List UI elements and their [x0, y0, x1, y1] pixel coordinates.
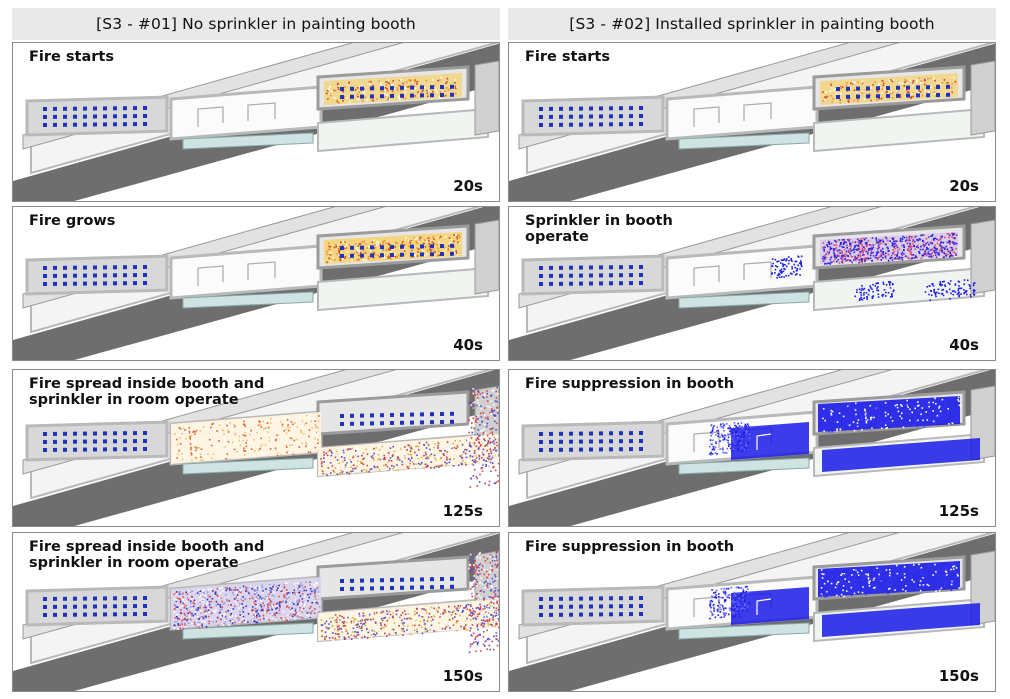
time-label: 125s [938, 502, 979, 520]
control-console [182, 291, 314, 309]
partition-line [247, 102, 276, 121]
time-label: 150s [442, 667, 483, 685]
partition-line [247, 261, 276, 280]
booth-simulation-image [13, 207, 499, 360]
water-region-lower [822, 438, 980, 472]
sprinkler-heads [43, 265, 147, 286]
sprinkler-heads [340, 411, 454, 426]
sprinkler-heads [340, 243, 454, 258]
water-particles [821, 396, 962, 433]
water-region-middle [731, 587, 809, 625]
simulation-panel-150s: Fire suppression in booth 150s [508, 532, 996, 692]
sprinkler-heads [340, 84, 454, 99]
stair-tower [970, 60, 995, 136]
booth-simulation-image [13, 43, 499, 201]
simulation-panel-150s: Fire spread inside booth and sprinkler i… [12, 532, 500, 692]
column-header: [S3 - #02] Installed sprinkler in painti… [508, 8, 996, 40]
panel-caption: Fire grows [29, 213, 116, 229]
booth-simulation-image [509, 43, 995, 201]
water-spray [771, 255, 803, 279]
simulation-panel-125s: Fire suppression in booth 125s [508, 369, 996, 527]
fire-particles [173, 414, 320, 464]
time-label: 40s [949, 336, 979, 354]
panel-caption: Fire suppression in booth [525, 376, 735, 392]
sprinkler-heads [836, 84, 950, 99]
water-region-lower [822, 603, 980, 637]
control-console [182, 457, 314, 475]
control-console [678, 291, 810, 309]
simulation-panel-40s: Fire grows 40s [12, 206, 500, 361]
water-particles [820, 562, 960, 598]
fire-particles [468, 386, 499, 488]
time-label: 150s [938, 667, 979, 685]
simulation-panel-125s: Fire spread inside booth and sprinkler i… [12, 369, 500, 527]
lower-booth-room [317, 266, 489, 312]
sprinkler-heads [43, 596, 147, 617]
sprinkler-heads [539, 596, 643, 617]
partition-line [693, 106, 720, 127]
panel-caption: Fire starts [525, 49, 610, 65]
control-console [182, 622, 314, 640]
fire-particles [320, 436, 498, 476]
panel-caption: Fire spread inside booth and sprinkler i… [29, 376, 265, 408]
water-region-middle [731, 422, 809, 460]
booth-simulation-image [509, 207, 995, 360]
simulation-panel-40s: Sprinkler in booth operate 40s [508, 206, 996, 361]
simulation-panel-20s: Fire starts 20s [12, 42, 500, 202]
sprinkler-heads [539, 265, 643, 286]
water-spray [822, 232, 958, 265]
time-label: 20s [453, 177, 483, 195]
control-console [678, 132, 810, 150]
partition-line [693, 265, 720, 286]
stair-tower [474, 219, 499, 295]
time-label: 125s [442, 502, 483, 520]
smoke-region [171, 412, 321, 464]
sprinkler-heads [340, 576, 454, 591]
column-header: [S3 - #01] No sprinkler in painting boot… [12, 8, 500, 40]
lower-booth-room [317, 107, 489, 153]
fire-region-lower [318, 599, 498, 641]
partition-line [693, 596, 720, 617]
booth-simulation-image [509, 533, 995, 691]
fire-particles [468, 549, 499, 654]
partition-line [197, 106, 224, 127]
sprinkler-heads [43, 106, 147, 127]
sprinkler-heads [539, 431, 643, 452]
control-console [678, 457, 810, 475]
sprinkler-heads [43, 431, 147, 452]
time-label: 20s [949, 177, 979, 195]
water-particles [709, 422, 751, 456]
scenario-column-installed-sprinkler: [S3 - #02] Installed sprinkler in painti… [508, 8, 996, 692]
panel-caption: Fire suppression in booth [525, 539, 735, 555]
time-label: 40s [453, 336, 483, 354]
scenario-column-no-sprinkler: [S3 - #01] No sprinkler in painting boot… [12, 8, 500, 692]
booth-simulation-image [13, 533, 499, 691]
stair-tower [970, 219, 995, 295]
control-console [182, 132, 314, 150]
lower-booth-room [813, 266, 985, 312]
booth-simulation-image [13, 370, 499, 526]
panel-caption: Fire spread inside booth and sprinkler i… [29, 539, 265, 571]
control-console [678, 622, 810, 640]
simulation-panel-20s: Fire starts 20s [508, 42, 996, 202]
water-spray [924, 279, 976, 301]
partition-line [743, 102, 772, 121]
partition-line [756, 598, 772, 615]
sprinkler-heads [539, 106, 643, 127]
booth-simulation-image [509, 370, 995, 526]
panel-caption: Sprinkler in booth operate [525, 213, 673, 245]
stair-tower [474, 60, 499, 136]
fire-particles [173, 581, 321, 630]
water-particles [709, 585, 751, 620]
partition-line [743, 261, 772, 280]
lower-booth-room [813, 107, 985, 153]
partition-line [756, 433, 772, 450]
water-spray [854, 281, 895, 302]
panel-caption: Fire starts [29, 49, 114, 65]
partition-line [693, 431, 720, 452]
partition-line [197, 265, 224, 286]
